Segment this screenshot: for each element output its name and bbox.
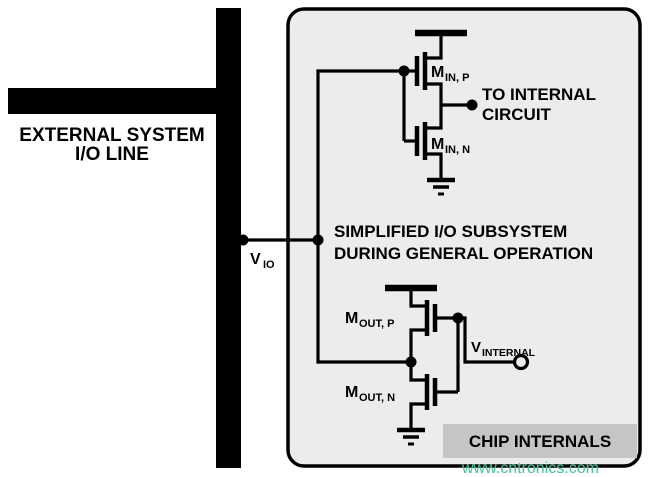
- v-internal-open-terminal: [512, 353, 530, 371]
- v-internal-label-base: V: [471, 339, 481, 356]
- external-system-label-line2: I/O LINE: [75, 144, 149, 165]
- m-out-n-label-sub: OUT, N: [359, 392, 395, 404]
- m-out-n-source-lead: [409, 402, 427, 430]
- pmos-m-out-p: [409, 288, 458, 362]
- chip-internals-box: [286, 7, 642, 468]
- vio-net: V IO: [235, 234, 324, 271]
- io-line-vertical-bar: [216, 8, 241, 468]
- m-in-n-source-lead: [425, 152, 443, 180]
- vio-bus-junction-dot: [237, 234, 249, 246]
- m-in-p-label-base: M: [431, 64, 444, 81]
- v-internal-wire: [458, 316, 514, 364]
- output-driver: V INTERNAL M OUT, P M OUT, N: [316, 240, 536, 446]
- m-in-n-drain-lead: [425, 105, 443, 130]
- nmos-m-in-n: [404, 105, 443, 180]
- vio-label-sub: IO: [263, 259, 275, 271]
- input-branch-wire: [316, 69, 404, 240]
- to-internal-label-line1: TO INTERNAL: [482, 85, 596, 104]
- external-system-horizontal-bar: [8, 88, 216, 114]
- caption-line1: SIMPLIFIED I/O SUBSYSTEM: [334, 222, 567, 241]
- v-internal-label-sub: INTERNAL: [482, 347, 536, 359]
- pmos-m-in-p: [404, 33, 443, 105]
- m-in-p-source-lead: [425, 33, 443, 60]
- external-system-label-line1: EXTERNAL SYSTEM: [19, 125, 204, 146]
- ground-symbol-icon-input: [427, 177, 455, 196]
- m-out-n-drain-lead: [409, 362, 427, 382]
- output-branch-wire: [316, 240, 411, 364]
- chip-internals-badge-label: CHIP INTERNALS: [469, 432, 611, 451]
- m-out-n-label-base: M: [345, 384, 358, 401]
- m-out-p-label-base: M: [345, 310, 358, 327]
- m-in-p-label-sub: IN, P: [445, 72, 469, 84]
- ground-symbol-icon-output: [397, 427, 425, 446]
- m-in-n-label-sub: IN, N: [445, 144, 470, 156]
- chip-internals-badge: [443, 424, 637, 458]
- to-internal-terminal-dot: [466, 99, 478, 111]
- to-internal-label-line2: CIRCUIT: [482, 105, 552, 124]
- input-buffer: M IN, P M IN, N TO INTERNAL CIRCUIT: [316, 29, 596, 240]
- vio-label-base: V: [250, 251, 261, 268]
- m-in-n-label-base: M: [431, 136, 444, 153]
- m-out-p-source-lead: [409, 288, 427, 308]
- m-out-p-label-sub: OUT, P: [359, 318, 394, 330]
- m-out-p-drain-lead: [409, 328, 427, 362]
- watermark-text: www.cntronics.com: [461, 460, 599, 477]
- nmos-m-out-n: [409, 362, 458, 430]
- caption-line2: DURING GENERAL OPERATION: [334, 244, 593, 263]
- m-in-p-drain-lead: [425, 82, 443, 105]
